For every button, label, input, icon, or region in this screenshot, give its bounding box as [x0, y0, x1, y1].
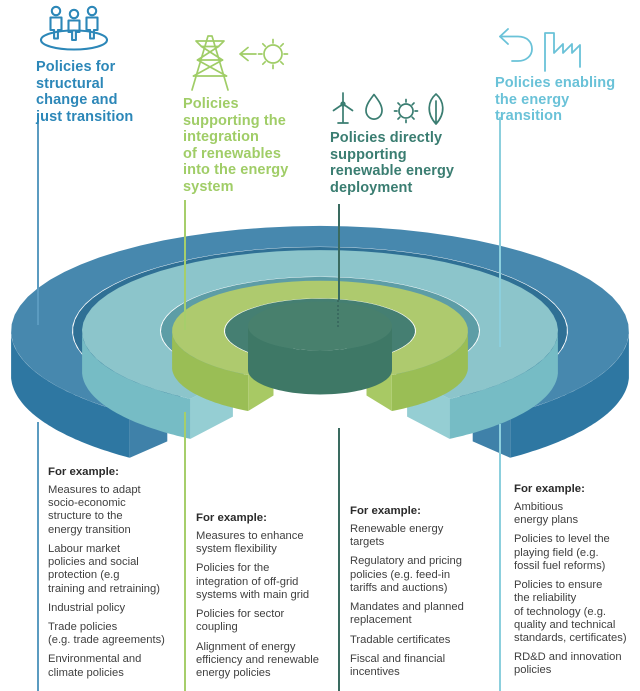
leader-line-enabling-lower — [499, 424, 501, 691]
example-item: Policies to level the playing field (e.g… — [514, 533, 610, 572]
category-integration: Policies supporting the integration of r… — [183, 30, 307, 195]
example-item: RD&D and innovation policies — [514, 651, 622, 677]
category-structural-change: Policies for structural change and just … — [36, 3, 156, 125]
leader-line-enabling-upper — [499, 117, 501, 347]
category-heading: Policies directly supporting renewable e… — [330, 130, 455, 196]
leader-line-integration-lower — [184, 412, 186, 691]
leader-line-deployment-dotted — [337, 300, 339, 327]
energy-transition-icon — [499, 28, 581, 72]
renewables-icon — [332, 92, 444, 125]
examples-structural-change: For example: Measures to adapt socio-eco… — [48, 466, 186, 686]
leader-line-structural-lower — [37, 422, 39, 691]
example-item: Policies for sector coupling — [196, 608, 285, 634]
example-item: Environmental and climate policies — [48, 653, 142, 679]
examples-integration: For example: Measures to enhance system … — [196, 512, 342, 686]
examples-label: For example: — [196, 512, 267, 524]
example-item: Policies for the integration of off-grid… — [196, 562, 310, 601]
category-enabling: Policies enabling the energy transition — [495, 25, 635, 125]
people-group-icon — [39, 5, 109, 51]
category-deployment: Policies directly supporting renewable e… — [330, 90, 470, 196]
grid-integration-icon — [191, 35, 289, 91]
example-item: Trade policies (e.g. trade agreements) — [48, 620, 165, 647]
leader-line-integration-upper — [184, 200, 186, 330]
example-item: Policies to ensure the reliability of te… — [514, 579, 627, 644]
category-heading: Policies for structural change and just … — [36, 59, 134, 125]
example-item: Measures to adapt socio-economic structu… — [48, 484, 141, 536]
examples-label: For example: — [350, 505, 421, 517]
example-item: Alignment of energy efficiency and renew… — [196, 640, 319, 679]
examples-label: For example: — [514, 483, 585, 495]
example-item: Industrial policy — [48, 601, 126, 614]
example-item: Fiscal and financial incentives — [350, 652, 446, 678]
category-heading: Policies supporting the integration of r… — [183, 96, 289, 195]
example-item: Renewable energy targets — [350, 523, 444, 549]
examples-items: Measures to adapt socio-economic structu… — [48, 484, 186, 680]
examples-label: For example: — [48, 466, 119, 478]
leader-line-deployment-upper — [338, 204, 340, 300]
category-heading: Policies enabling the energy transition — [495, 75, 616, 125]
example-item: Regulatory and pricing policies (e.g. fe… — [350, 555, 462, 594]
example-item: Labour market policies and social protec… — [48, 542, 160, 595]
example-item: Ambitious energy plans — [514, 501, 579, 527]
leader-line-structural-upper — [37, 123, 39, 325]
example-item: Measures to enhance system flexibility — [196, 530, 304, 556]
leader-line-deployment-lower — [338, 428, 340, 691]
example-item: Tradable certificates — [350, 633, 451, 646]
example-item: Mandates and planned replacement — [350, 601, 464, 627]
policy-rings-diagram — [11, 225, 629, 458]
